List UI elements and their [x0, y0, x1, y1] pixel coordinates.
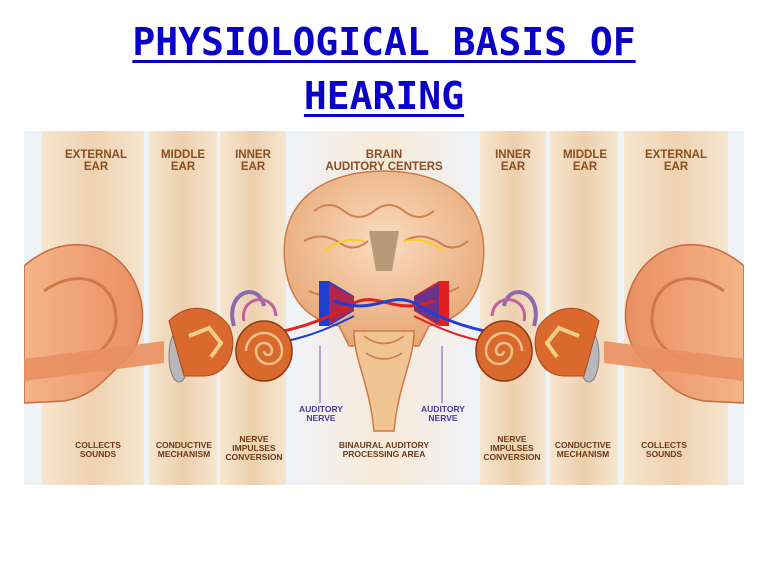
footer-right-conductive-mechanism: CONDUCTIVE MECHANISM: [554, 440, 612, 459]
footer-binaural-processing: BINAURAL AUDITORY PROCESSING AREA: [338, 440, 430, 459]
slide-title-line-1: PHYSIOLOGICAL BASIS OF: [132, 20, 636, 64]
right-ear-illustration: [475, 243, 744, 404]
header-right-external-ear: EXTERNAL EAR: [645, 149, 707, 174]
band-right-middle: [550, 131, 618, 485]
footer-right-collects-sounds: COLLECTS SOUNDS: [641, 440, 687, 459]
footer-left-conductive-mechanism: CONDUCTIVE MECHANISM: [155, 440, 213, 459]
footer-left-collects-sounds: COLLECTS SOUNDS: [75, 440, 121, 459]
hearing-anatomy-diagram: EXTERNAL EAR MIDDLE EAR INNER EAR BRAIN …: [24, 131, 744, 485]
header-right-inner-ear: INNER EAR: [495, 149, 531, 174]
header-brain-auditory-centers: BRAIN AUDITORY CENTERS: [325, 149, 443, 174]
footer-left-nerve-impulses: NERVE IMPULSES CONVERSION: [225, 434, 283, 462]
header-left-middle-ear: MIDDLE EAR: [160, 149, 206, 174]
header-left-inner-ear: INNER EAR: [235, 149, 271, 174]
anatomy-illustration: [24, 170, 744, 432]
header-left-external-ear: EXTERNAL EAR: [65, 149, 127, 174]
brain-illustration: [251, 170, 517, 432]
footer-right-nerve-impulses: NERVE IMPULSES CONVERSION: [483, 434, 541, 462]
band-left-middle: [149, 131, 217, 485]
header-right-middle-ear: MIDDLE EAR: [562, 149, 608, 174]
left-ear-illustration: [24, 243, 293, 404]
label-left-auditory-nerve: AUDITORY NERVE: [299, 404, 343, 423]
label-right-auditory-nerve: AUDITORY NERVE: [421, 404, 465, 423]
slide-title-line-2: HEARING: [303, 74, 465, 118]
